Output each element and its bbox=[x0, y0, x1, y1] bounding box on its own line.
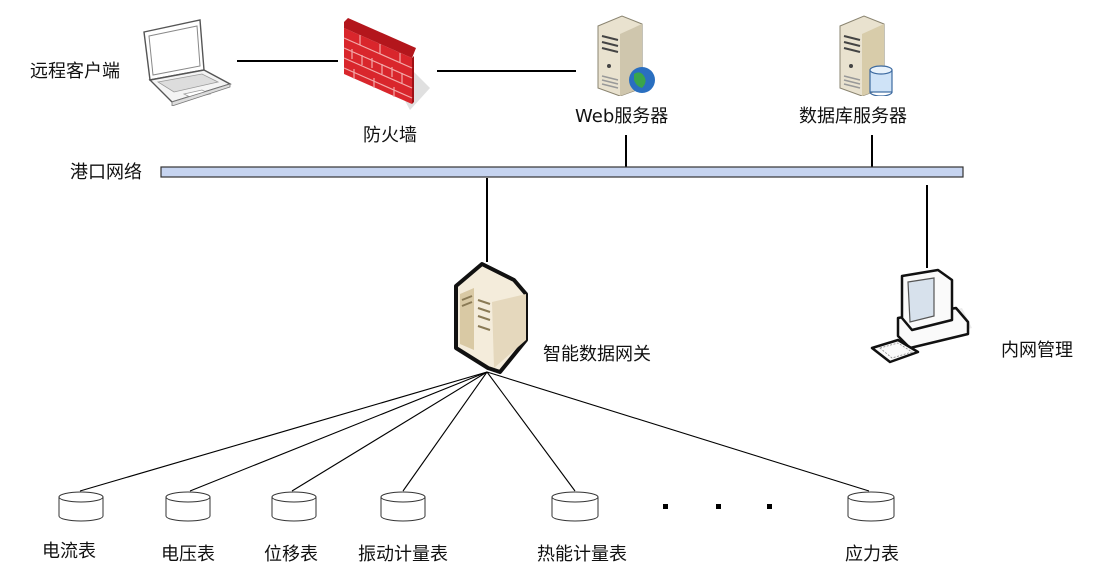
edge-gateway-meter-3 bbox=[402, 371, 488, 492]
meter-label: 电流表 bbox=[42, 541, 96, 562]
gateway-label: 智能数据网关 bbox=[543, 344, 651, 365]
web-server-label: Web服务器 bbox=[575, 106, 669, 127]
meter-label: 位移表 bbox=[264, 544, 318, 565]
db-server-label: 数据库服务器 bbox=[799, 106, 907, 127]
desktop-computer-icon bbox=[870, 268, 972, 364]
edge-gateway-meter-2 bbox=[291, 371, 488, 492]
ellipsis-dot bbox=[767, 504, 772, 509]
remote-client-label: 远程客户端 bbox=[30, 61, 120, 82]
edge-gateway-meter-4 bbox=[486, 371, 576, 492]
edge-gateway-meter-5 bbox=[486, 371, 870, 492]
gateway-server-icon bbox=[454, 262, 528, 374]
ellipsis-dot bbox=[663, 504, 668, 509]
meter-label: 电压表 bbox=[161, 544, 215, 565]
edge-gateway-meter-1 bbox=[189, 371, 488, 492]
port-network-bus bbox=[160, 166, 964, 178]
database-server-icon bbox=[839, 15, 893, 96]
firewall-label: 防火墙 bbox=[363, 125, 417, 146]
ellipsis-dots bbox=[663, 504, 772, 509]
laptop-icon bbox=[143, 19, 232, 106]
gateway-fanout bbox=[79, 371, 870, 492]
edge-gateway-meter-0 bbox=[79, 371, 488, 492]
firewall-icon bbox=[343, 18, 430, 110]
ellipsis-dot bbox=[716, 504, 721, 509]
meter-label: 振动计量表 bbox=[358, 544, 448, 565]
meter-label: 应力表 bbox=[845, 544, 899, 565]
meter-label: 热能计量表 bbox=[537, 544, 627, 565]
intranet-admin-label: 内网管理 bbox=[1001, 340, 1073, 361]
web-server-icon bbox=[597, 15, 655, 96]
bus-label: 港口网络 bbox=[70, 162, 142, 183]
